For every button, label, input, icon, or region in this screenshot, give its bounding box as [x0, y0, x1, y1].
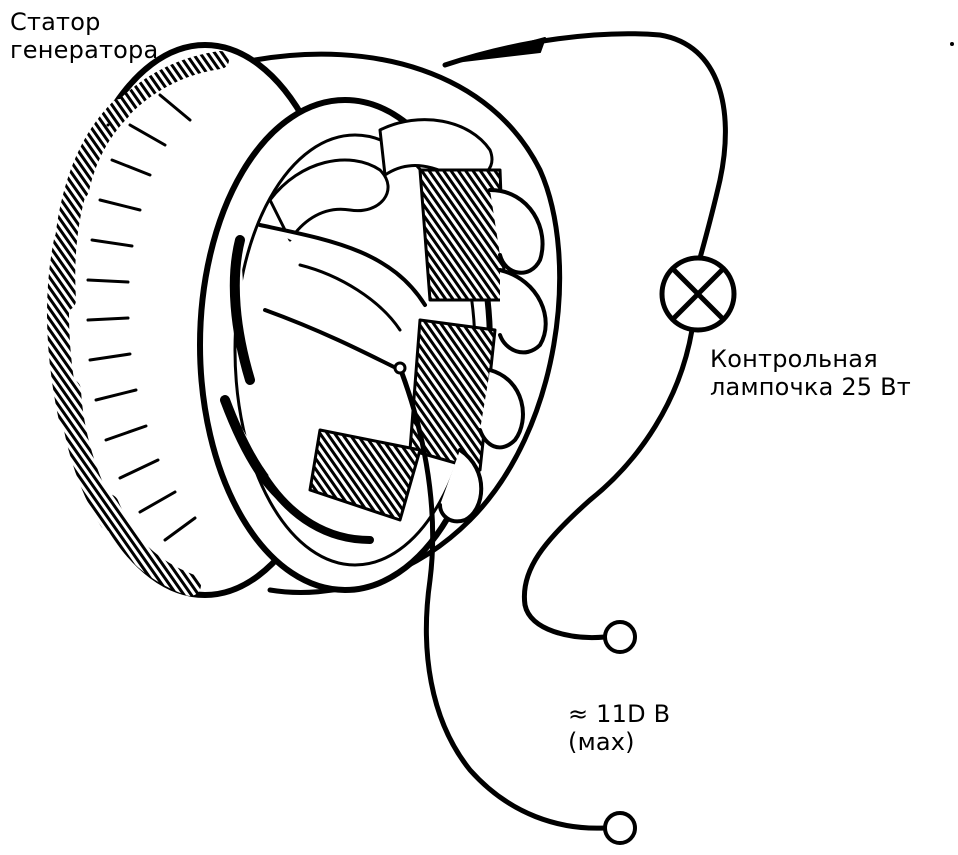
wire-lamp-to-terminal — [521, 327, 695, 640]
stator-label-line1: Статор — [10, 8, 101, 36]
lamp-label: Контрольная лампочка 25 Вт — [710, 345, 911, 401]
stray-dot — [950, 42, 954, 46]
stator-slots — [86, 93, 197, 542]
test-circuit — [393, 31, 728, 831]
stator-label: Статор генератора — [10, 8, 158, 64]
voltage-label: ≈ 11D B (мах) — [568, 700, 670, 756]
lamp-label-line1: Контрольная — [710, 345, 878, 373]
stator-label-line2: генератора — [10, 36, 159, 64]
stray-dot — [106, 123, 110, 127]
stator-windings — [220, 118, 507, 544]
wire-to-lower-terminal — [397, 365, 608, 831]
voltage-label-line2: (мах) — [568, 728, 635, 756]
voltage-label-line1: ≈ 11D B — [568, 700, 671, 728]
stator-end-turns — [438, 188, 548, 524]
arrow-head-icon — [454, 37, 546, 63]
lamp-label-line2: лампочка 25 Вт — [710, 373, 911, 401]
stator-laminations — [47, 51, 229, 596]
lamp-cross-circle-icon — [659, 255, 737, 333]
terminal-upper-icon[interactable] — [603, 620, 637, 654]
connection-point — [393, 361, 407, 375]
stator-illustration — [47, 42, 563, 598]
terminal-lower-icon[interactable] — [603, 811, 637, 845]
